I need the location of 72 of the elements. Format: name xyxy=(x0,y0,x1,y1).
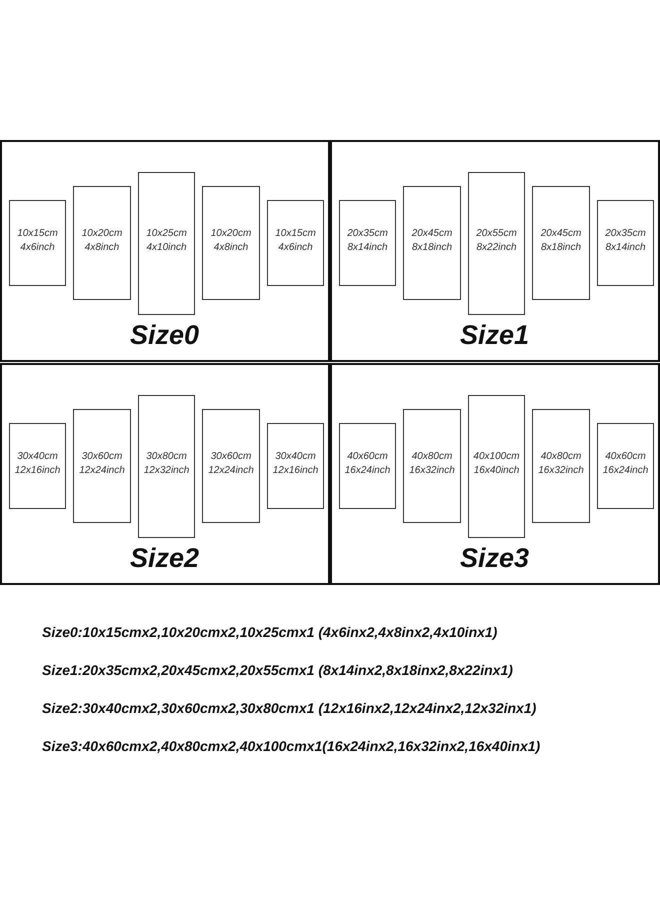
canvas-panel xyxy=(73,409,131,523)
size-list-text: Size2:30x40cmx2,30x60cmx2,30x80cmx1 (12x16inx2,12x24inx2,12x32inx1) xyxy=(42,699,536,717)
dimension-text: 8x14inch xyxy=(605,241,646,254)
canvas-panel xyxy=(597,423,654,509)
dimension-text: 40x100cm xyxy=(473,450,520,463)
dimension-text: 30x40cm xyxy=(275,450,316,463)
layout-frame xyxy=(0,363,330,585)
size-list-text: Size0:10x15cmx2,10x20cmx2,10x25cmx1 (4x6inx2,4x8inx2,4x10inx1) xyxy=(42,623,498,641)
dimension-text: 4x10inch xyxy=(146,241,187,254)
dimension-text: 12x24inch xyxy=(79,464,125,477)
canvas-panel xyxy=(403,409,461,523)
dimension-text: 16x24inch xyxy=(344,464,390,477)
dimension-text: 8x22inch xyxy=(476,241,517,254)
dimension-text: 40x80cm xyxy=(412,450,452,463)
canvas-panel xyxy=(339,200,396,286)
dimension-text: 12x24inch xyxy=(208,464,254,477)
canvas-panel xyxy=(468,172,525,315)
dimension-text: 20x35cm xyxy=(347,227,388,240)
size-heading: Size3 xyxy=(460,543,530,573)
layout-frame xyxy=(0,140,330,362)
dimension-text: 12x16inch xyxy=(14,464,60,477)
dimension-text: 16x40inch xyxy=(474,464,520,477)
dimension-text: 10x20cm xyxy=(210,227,252,240)
size-heading: Size0 xyxy=(130,320,200,350)
dimension-text: 10x15cm xyxy=(17,227,58,240)
dimension-text: 16x32inch xyxy=(409,464,455,477)
dimension-text: 8x18inch xyxy=(412,241,452,254)
dimension-text: 20x55cm xyxy=(476,227,517,240)
dimension-text: 4x8inch xyxy=(214,241,248,254)
dimension-text: 16x24inch xyxy=(602,464,648,477)
dimension-text: 40x60cm xyxy=(347,450,388,463)
dimension-text: 10x15cm xyxy=(275,227,316,240)
dimension-text: 30x80cm xyxy=(146,450,187,463)
canvas-panel xyxy=(73,186,131,300)
canvas-panel xyxy=(339,423,396,509)
dimension-text: 16x32inch xyxy=(538,464,584,477)
dimension-text: 8x18inch xyxy=(540,241,582,254)
dimension-text: 12x32inch xyxy=(144,464,190,477)
canvas-panel xyxy=(403,186,461,300)
dimension-text: 10x25cm xyxy=(146,227,187,240)
canvas-panel xyxy=(267,200,324,286)
dimension-text: 30x60cm xyxy=(82,450,122,463)
layout-frame xyxy=(330,363,660,585)
size-list-text: Size1:20x35cmx2,20x45cmx2,20x55cmx1 (8x14inx2,8x18inx2,8x22inx1) xyxy=(42,661,513,679)
canvas-panel xyxy=(532,409,590,523)
canvas-panel xyxy=(597,200,654,286)
canvas-panel xyxy=(267,423,324,509)
size-heading: Size2 xyxy=(130,543,200,573)
size-heading: Size1 xyxy=(460,320,530,350)
canvas-panel xyxy=(202,409,260,523)
canvas-panel xyxy=(532,186,590,300)
dimension-text: 20x45cm xyxy=(412,227,452,240)
dimension-text: 10x20cm xyxy=(82,227,122,240)
canvas-panel xyxy=(468,395,525,538)
dimension-text: 4x6inch xyxy=(20,241,55,254)
canvas-panel xyxy=(202,186,260,300)
canvas-panel xyxy=(9,200,66,286)
dimension-text: 40x60cm xyxy=(605,450,646,463)
canvas-panel xyxy=(138,395,195,538)
dimension-text: 20x35cm xyxy=(605,227,646,240)
dimension-text: 30x60cm xyxy=(210,450,252,463)
dimension-text: 20x45cm xyxy=(540,227,582,240)
canvas-panel xyxy=(9,423,66,509)
canvas-panel xyxy=(138,172,195,315)
dimension-text: 4x6inch xyxy=(278,241,313,254)
dimension-text: 12x16inch xyxy=(272,464,318,477)
size-list-text: Size3:40x60cmx2,40x80cmx2,40x100cmx1(16x24inx2,16x32inx2,16x40inx1) xyxy=(42,737,540,755)
dimension-text: 4x8inch xyxy=(84,241,120,254)
layout-frame xyxy=(330,140,660,362)
dimension-text: 30x40cm xyxy=(17,450,58,463)
dimension-text: 8x14inch xyxy=(347,241,388,254)
dimension-text: 40x80cm xyxy=(540,450,582,463)
